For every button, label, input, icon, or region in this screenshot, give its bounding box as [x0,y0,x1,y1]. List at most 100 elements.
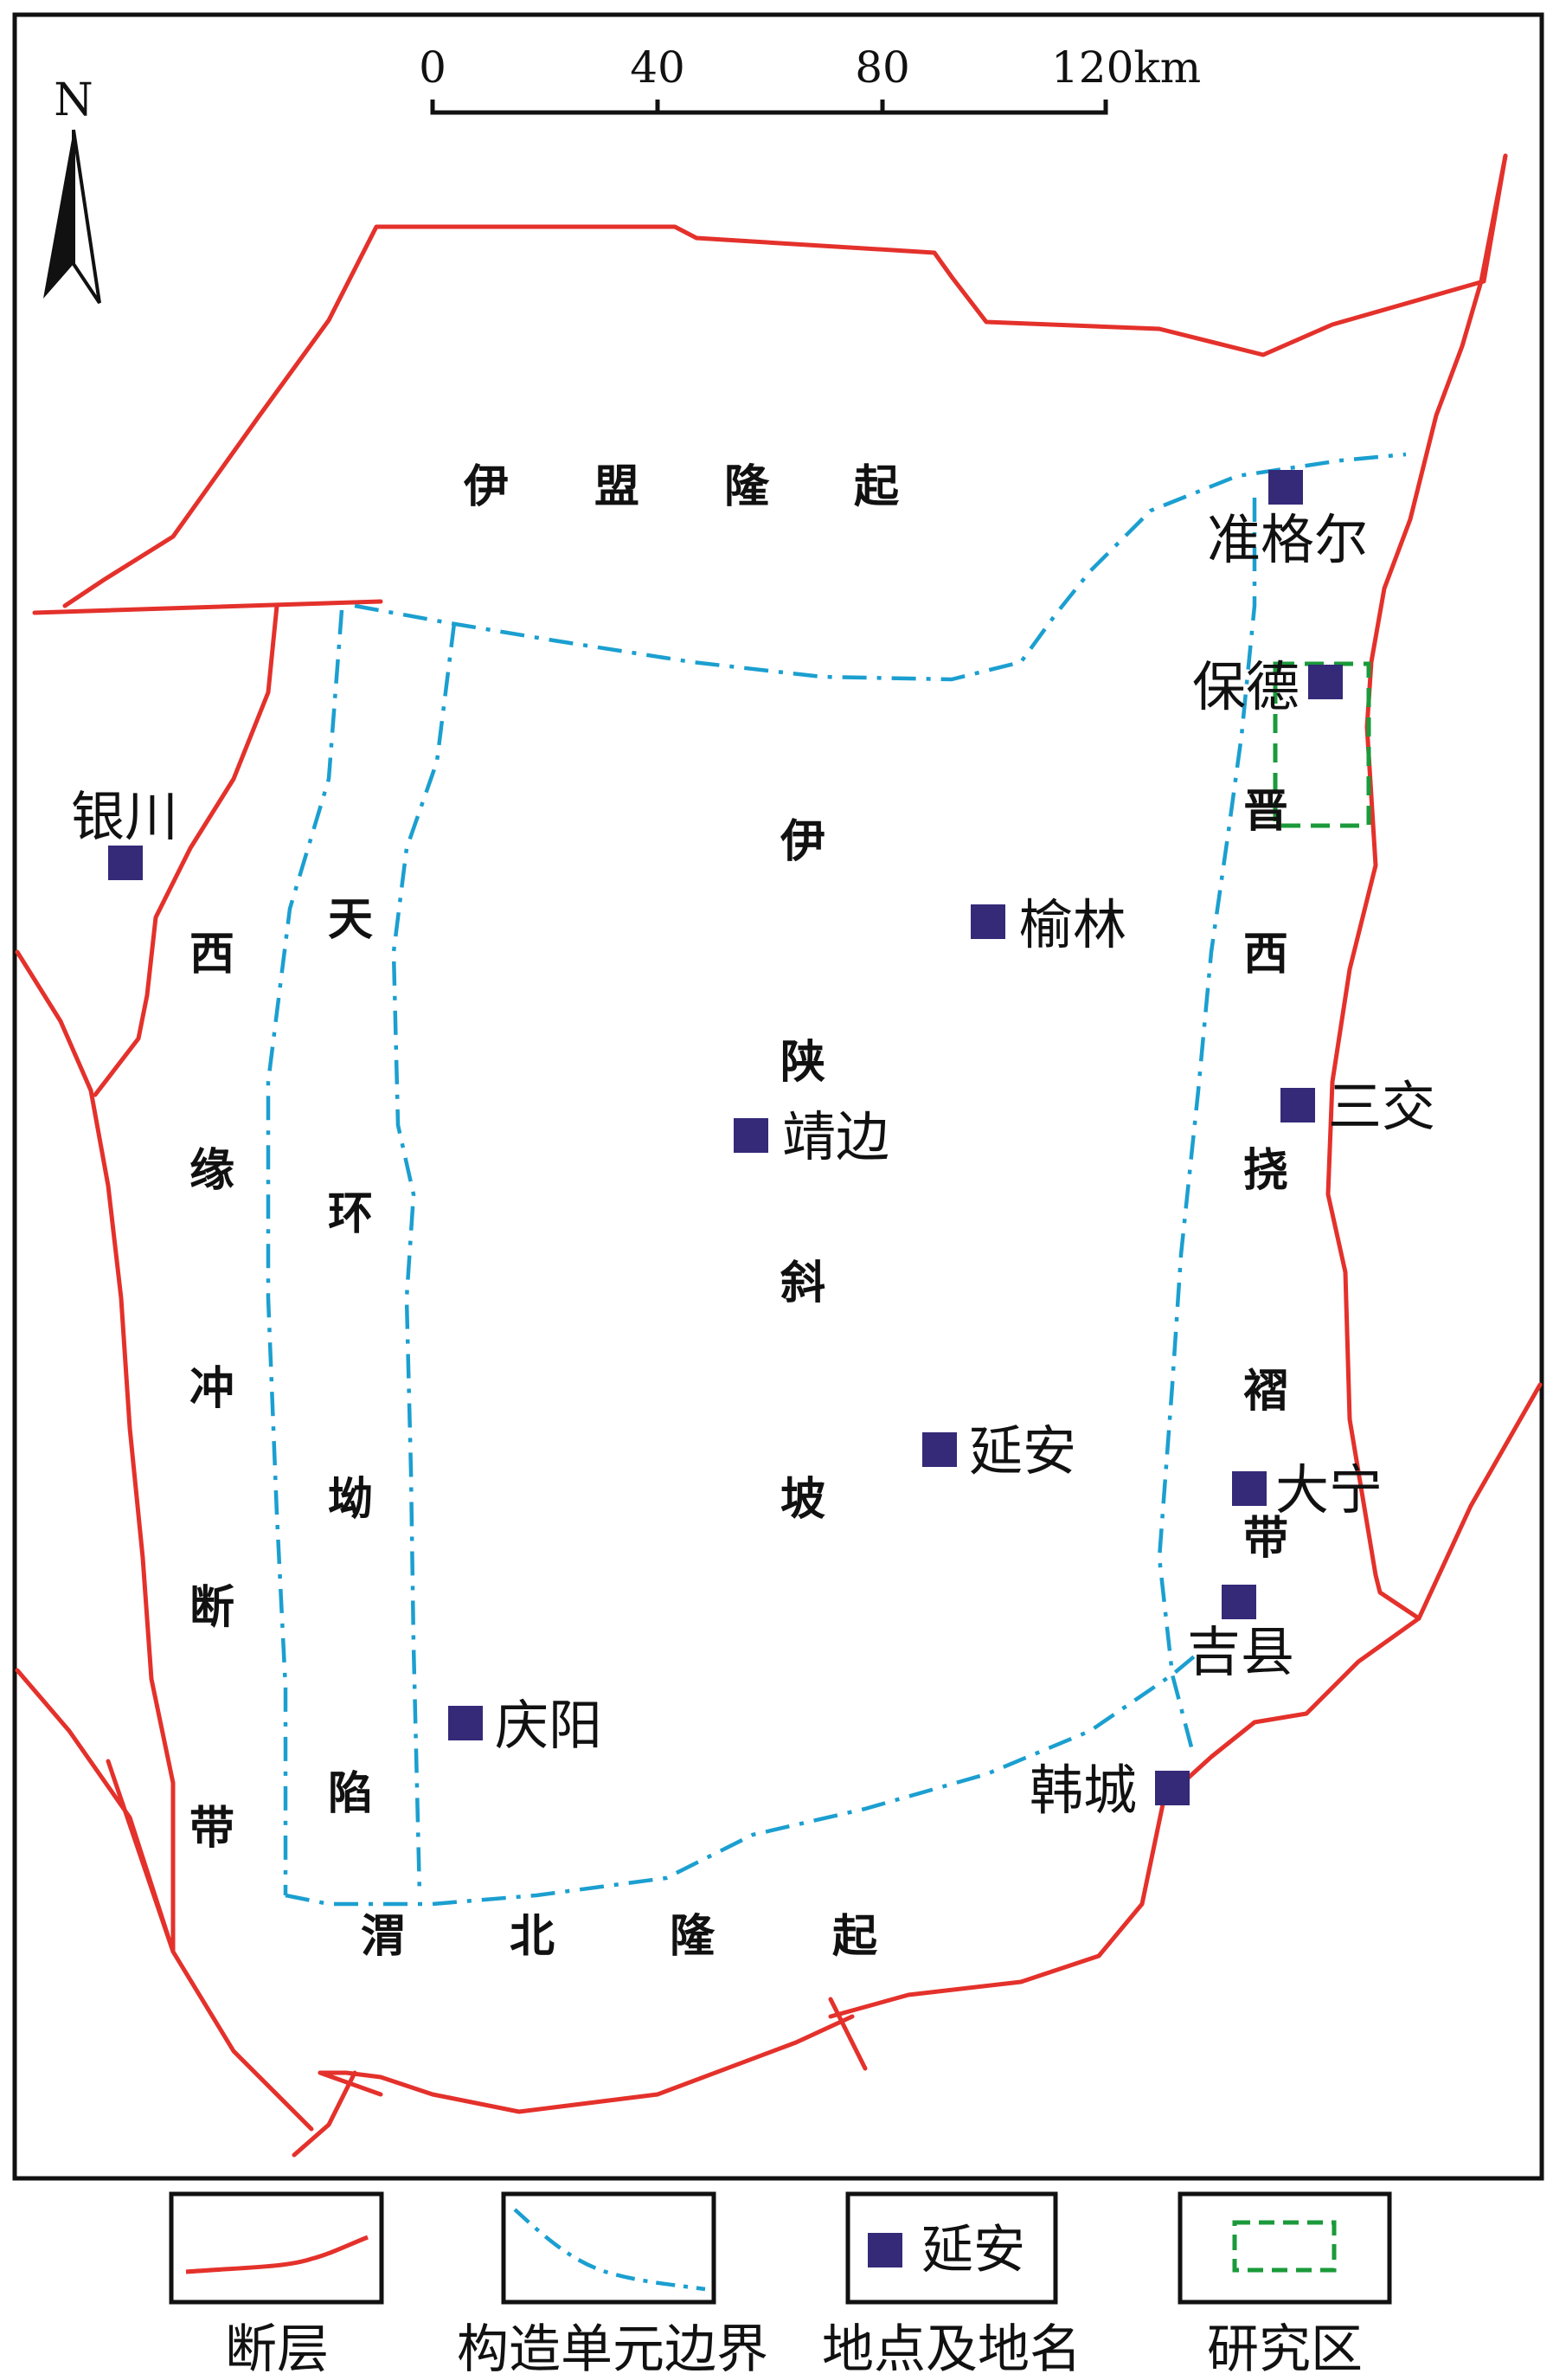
region-jinxi-char-3: 挠 [1243,1145,1288,1197]
region-jinxi-char-5: 带 [1243,1513,1288,1565]
legend-fault-swatch [185,2235,369,2274]
region-tianhuan-char-3: 坳 [328,1474,373,1526]
legend-boundary: 构造单元边界 [457,2191,768,2380]
scale-tick-40: 40 [630,42,685,93]
unit-boundaries [266,452,1407,1907]
label-yinchuan: 银川 [71,785,178,848]
place-names: 准格尔 保德 银川 榆林 三交 靖边 延安 大宁 吉县 庆阳 韩城 [71,508,1435,1822]
region-weibei-char-4: 起 [832,1911,878,1963]
label-yulin: 榆林 [1019,893,1126,956]
label-daning: 大宁 [1275,1458,1383,1521]
label-jingbian: 靖边 [782,1105,889,1168]
fault-xiyuan-west [15,949,176,1954]
region-yimeng-char-4: 起 [854,461,900,513]
label-sanjiao: 三交 [1328,1075,1435,1138]
region-xiyuan-char-5: 带 [189,1803,234,1855]
region-xiyuan-thrust-belt: 西 缘 冲 断 带 [189,929,234,1855]
region-yishan-char-2: 陕 [780,1037,825,1089]
region-tianhuan-char-4: 陷 [328,1768,373,1820]
legend-fault: 断层 [169,2191,384,2380]
scale-tick-120km: 120km [1051,42,1201,93]
label-zhungeer: 准格尔 [1207,508,1368,571]
region-yimeng-char-1: 伊 [463,461,509,513]
boundary-tianhuan-west [266,609,344,1895]
region-weibei-char-3: 隆 [670,1911,716,1963]
legend-boundary-swatch [513,2208,706,2292]
marker-daning [1232,1471,1267,1506]
marker-yulin [971,904,1005,939]
fault-weibei-short [292,2070,383,2158]
region-tianhuan-depression: 天 环 坳 陷 [328,894,373,1820]
legend-study: 研究区 [1178,2191,1392,2380]
north-arrow: N [43,74,101,305]
legend-place: 延安 地点及地名 [822,2191,1081,2380]
region-jinxi-char-4: 褶 [1243,1366,1288,1418]
legend-place-label: 地点及地名 [822,2319,1081,2380]
north-label: N [54,74,93,126]
region-xiyuan-char-1: 西 [189,929,234,981]
map-frame [12,12,1544,2181]
region-yimeng-char-2: 盟 [594,461,639,513]
boundary-weibei-north [285,1651,1200,1907]
marker-hancheng [1155,1771,1190,1805]
legend-study-label: 研究区 [1207,2319,1363,2380]
region-yishan-char-1: 伊 [780,816,825,868]
scale-tick-0: 0 [419,42,446,93]
fault-yimeng-north [62,224,1486,608]
study-area [1273,661,1371,828]
region-xiyuan-char-2: 缘 [189,1145,234,1197]
region-yimeng-uplift: 伊 盟 隆 起 [463,461,900,513]
region-weibei-uplift: 渭 北 隆 起 [361,1911,878,1963]
region-tianhuan-char-1: 天 [328,894,373,946]
marker-baode [1308,665,1343,699]
legend-fault-label: 断层 [225,2319,329,2380]
legend-study-box [1178,2191,1392,2305]
marker-yanan [922,1432,957,1467]
legend: 断层 构造单元边界 延安 地点及地名 研究区 [169,2191,1392,2380]
fault-weibei-south [318,1997,868,2114]
legend-boundary-box [501,2191,716,2305]
marker-qingyang [448,1706,483,1740]
region-jinxi-char-1: 晋 [1243,786,1288,838]
label-hancheng: 韩城 [1030,1759,1137,1822]
boundary-yishan-north [354,452,1407,682]
marker-jingbian [734,1118,768,1153]
region-weibei-char-2: 北 [510,1911,555,1963]
legend-study-swatch [1232,2220,1337,2273]
region-tianhuan-char-2: 环 [328,1188,373,1240]
marker-yinchuan [108,846,143,880]
fault-yimeng-south [32,599,383,615]
region-jinxi-fold-belt: 晋 西 挠 褶 带 [1243,786,1288,1565]
region-xiyuan-char-4: 断 [189,1582,234,1634]
fault-xiyuan-east [93,603,279,1097]
fault-east-upper [1325,153,1508,1621]
faults [15,153,1543,2158]
north-arrow-right-half [72,129,101,305]
north-arrow-left-half [43,130,74,299]
region-yishan-char-4: 坡 [780,1474,825,1526]
label-jixian: 吉县 [1187,1620,1294,1683]
region-weibei-char-1: 渭 [361,1911,406,1963]
fault-southeast [828,1382,1543,2019]
legend-place-swatch [868,2233,902,2267]
legend-place-sample: 延安 [921,2220,1025,2280]
boundary-jinxi-west [1157,498,1257,1758]
marker-sanjiao [1280,1088,1315,1122]
marker-zhungeer [1268,470,1303,505]
label-qingyang: 庆阳 [495,1694,602,1757]
fault-northeast-tail [1481,153,1508,284]
boundary-tianhuan-east [391,622,457,1896]
label-yanan: 延安 [969,1419,1076,1483]
scale-bar-line [430,100,1108,115]
place-markers [108,470,1343,1805]
region-xiyuan-char-3: 冲 [189,1363,234,1415]
scale-bar: 0 40 80 120km [419,42,1201,115]
fault-southwest [15,1668,314,2132]
region-yishan-char-3: 斜 [780,1258,825,1309]
marker-jixian [1222,1585,1256,1619]
label-baode: 保德 [1192,655,1300,718]
region-yimeng-char-3: 隆 [724,461,770,513]
scale-tick-80: 80 [855,42,910,93]
region-yishan-slope: 伊 陕 斜 坡 [780,816,825,1526]
